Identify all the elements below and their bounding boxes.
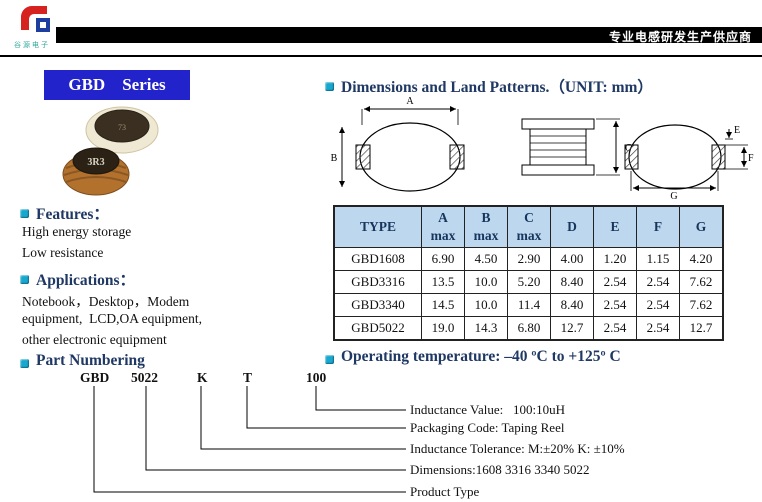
table-row: GBD3316 13.5 10.0 5.20 8.40 2.54 2.54 7.…: [333, 270, 724, 294]
series-title: GBD Series: [44, 70, 190, 100]
dim-label-b: B: [331, 153, 338, 164]
dimension-drawings: A B C E F: [331, 96, 754, 200]
application-line: Notebook，Desktop，Modem: [22, 294, 190, 309]
table-cell: 2.54: [593, 293, 637, 317]
table-cell: 4.00: [550, 247, 594, 271]
logo-caption: 谷源电子: [14, 41, 50, 49]
bullet-part-numbering: [20, 359, 29, 368]
col-e: E: [593, 205, 637, 248]
features-title: Features：: [36, 206, 109, 223]
pn-label-tolerance: Inductance Tolerance: M:±20% K: ±10%: [410, 441, 625, 456]
product-photo: 73 3R3: [62, 106, 159, 196]
bullet-operating-temp: [325, 355, 334, 364]
table-cell: 2.54: [636, 270, 680, 294]
table-cell: 2.54: [636, 316, 680, 341]
col-b: B max: [464, 205, 508, 248]
table-cell: 12.7: [550, 316, 594, 341]
drawing-side-view: C: [521, 118, 632, 176]
table-cell: 14.3: [464, 316, 508, 341]
inductor-front: 3R3: [62, 147, 130, 196]
dim-label-f: F: [748, 153, 754, 164]
operating-temp-title: Operating temperature: –40 ºC to +125º C: [341, 348, 621, 365]
table-cell: 2.54: [636, 293, 680, 317]
table-cell: GBD5022: [333, 316, 422, 341]
table-row: GBD3340 14.5 10.0 11.4 8.40 2.54 2.54 7.…: [333, 293, 724, 317]
dim-label-g: G: [670, 191, 677, 200]
table-row: GBD1608 6.90 4.50 2.90 4.00 1.20 1.15 4.…: [333, 247, 724, 271]
table-cell: 4.50: [464, 247, 508, 271]
application-line: equipment, LCD,OA equipment,: [22, 311, 202, 326]
dimensions-title: Dimensions and Land Patterns.（UNIT: mm）: [341, 79, 653, 96]
col-f: F: [636, 205, 680, 248]
table-cell: 19.0: [421, 316, 465, 341]
table-row: GBD5022 19.0 14.3 6.80 12.7 2.54 2.54 12…: [333, 316, 724, 341]
table-cell: 14.5: [421, 293, 465, 317]
pn-label-packaging-code: Packaging Code: Taping Reel: [410, 420, 565, 435]
table-cell: 10.0: [464, 293, 508, 317]
bullet-applications: [20, 275, 29, 284]
marking-front: 3R3: [87, 157, 104, 168]
drawing-front-view: A B: [331, 96, 465, 192]
table-cell: 12.7: [679, 316, 724, 341]
drawing-land-pattern: E F G: [624, 124, 754, 200]
part-code-product: GBD: [80, 370, 110, 385]
table-cell: 2.54: [593, 316, 637, 341]
dim-label-e: E: [734, 125, 740, 136]
feature-item: High energy storage: [22, 224, 132, 239]
table-cell: 2.90: [507, 247, 551, 271]
table-cell: 10.0: [464, 270, 508, 294]
part-code-tolerance: K: [197, 370, 208, 385]
table-cell: GBD1608: [333, 247, 422, 271]
pn-label-inductance-value: Inductance Value: 100:10uH: [410, 402, 565, 417]
part-code-packaging: T: [243, 370, 253, 385]
table-header-row: TYPE A max B max C max D E F G: [333, 205, 724, 248]
col-type: TYPE: [333, 205, 422, 248]
table-cell: 1.20: [593, 247, 637, 271]
feature-item: Low resistance: [22, 245, 104, 260]
part-code-inductance: 100: [306, 370, 327, 385]
bullet-features: [20, 209, 29, 218]
bullet-dimensions: [325, 82, 334, 91]
col-g: G: [679, 205, 724, 248]
header-bar: 专业电感研发生产供应商: [56, 27, 762, 44]
table-cell: 8.40: [550, 293, 594, 317]
table-cell: 13.5: [421, 270, 465, 294]
col-c: C max: [507, 205, 551, 248]
inductor-back: 73: [85, 106, 159, 154]
table-cell: 6.90: [421, 247, 465, 271]
applications-title: Applications：: [36, 272, 136, 289]
dim-label-a: A: [406, 96, 414, 107]
application-line: other electronic equipment: [22, 332, 167, 347]
header-rule: [0, 55, 762, 57]
part-code-dimensions: 5022: [131, 370, 158, 385]
table-cell: 7.62: [679, 293, 724, 317]
header-tagline: 专业电感研发生产供应商: [608, 30, 752, 44]
col-d: D: [550, 205, 594, 248]
table-cell: 4.20: [679, 247, 724, 271]
table-cell: GBD3316: [333, 270, 422, 294]
dimension-table: TYPE A max B max C max D E F G GBD1608 6…: [333, 205, 724, 341]
col-a: A max: [421, 205, 465, 248]
pn-label-product-type: Product Type: [410, 484, 480, 499]
table-cell: 8.40: [550, 270, 594, 294]
table-cell: GBD3340: [333, 293, 422, 317]
marking-back: 73: [118, 123, 126, 132]
table-cell: 6.80: [507, 316, 551, 341]
table-cell: 2.54: [593, 270, 637, 294]
part-numbering-title: Part Numbering: [36, 352, 145, 369]
table-cell: 5.20: [507, 270, 551, 294]
table-cell: 1.15: [636, 247, 680, 271]
company-logo: [21, 5, 50, 32]
table-cell: 7.62: [679, 270, 724, 294]
pn-label-dimensions: Dimensions:1608 3316 3340 5022: [410, 462, 590, 477]
table-cell: 11.4: [507, 293, 551, 317]
